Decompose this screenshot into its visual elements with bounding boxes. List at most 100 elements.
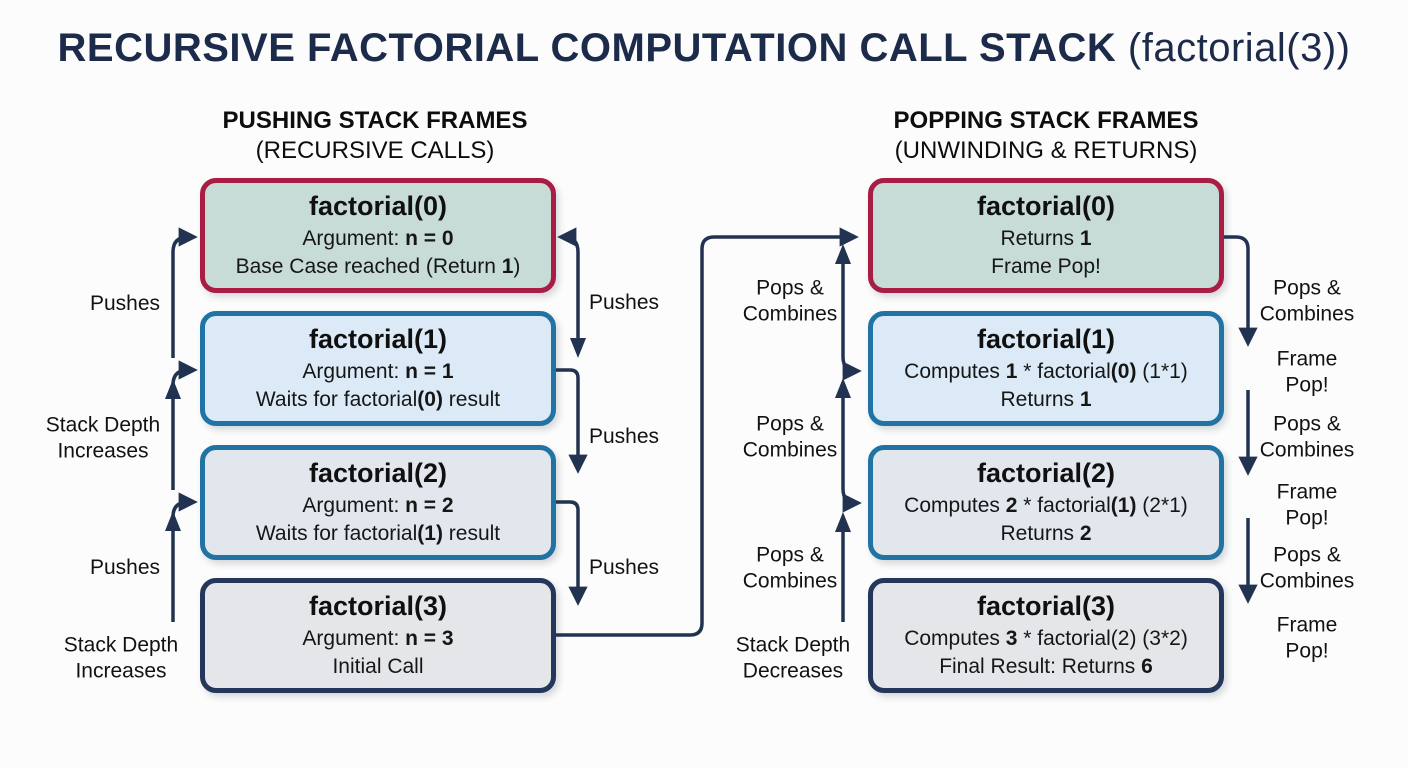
text-segment: Base Case reached (Return [235,254,502,278]
text-segment: 2 [1005,493,1018,517]
frame-detail-line: Returns 1 [1000,386,1091,414]
up-arrowhead-icon [165,379,181,399]
right-column-header: POPPING STACK FRAMES (UNWINDING & RETURN… [894,106,1199,166]
page-title: RECURSIVE FACTORIAL COMPUTATION CALL STA… [0,26,1408,70]
title-suffix: (factorial(3)) [1116,26,1351,70]
frame-title: factorial(1) [976,323,1116,354]
frame-title: factorial(0) [308,190,448,221]
text-segment: (0) [417,387,443,411]
pop-frame-factorial-1: factorial(1) Computes 1 * factorial(0) (… [868,311,1224,426]
label-pops-combines-right-1: Pops & Combines [1259,276,1355,325]
text-segment: Waits for factorial [255,521,418,545]
label-stack-depth-increases-2: Stack Depth Increases [63,633,179,682]
pop-frame-factorial-2: factorial(2) Computes 2 * factorial(1) (… [868,445,1224,560]
text-segment: 1 [1079,226,1092,250]
label-frame-pop-1: Frame Pop! [1276,347,1338,396]
title-main: RECURSIVE FACTORIAL COMPUTATION CALL STA… [57,26,1117,70]
up-arrowhead-icon [165,511,181,531]
text-segment: 1 [501,254,514,278]
call-to-return-connector [556,227,859,637]
text-segment: result [442,521,501,545]
text-segment: Argument: [302,493,406,517]
text-segment: Initial Call [332,654,424,678]
text-segment: (1*1) [1136,359,1188,383]
label-pushes-inner-1: Pushes [588,291,660,315]
frame-detail-line: Returns 2 [1000,520,1091,548]
pop-frame-factorial-3: factorial(3) Computes 3 * factorial(2) (… [868,578,1224,693]
pop-arrows-outer-right [1224,235,1258,604]
text-segment: (0) [1110,359,1137,383]
frame-title: factorial(2) [976,457,1116,488]
text-segment: (1) [1110,493,1137,517]
text-segment: Returns [1000,521,1080,545]
push-frame-factorial-1: factorial(1) Argument: n = 1 Waits for f… [200,311,556,426]
text-segment: ) [513,254,521,278]
text-segment: Computes [904,359,1006,383]
text-segment: (2*1) [1136,493,1188,517]
frame-title: factorial(2) [308,457,448,488]
frame-detail-line: Argument: n = 3 [302,625,453,653]
pop-arrows-inner-right [835,244,862,622]
text-segment: * factorial [1017,359,1111,383]
text-segment: Argument: [302,359,406,383]
label-frame-pop-2: Frame Pop! [1276,480,1338,529]
label-pops-combines-left-3: Pops & Combines [742,543,838,592]
frame-detail-line: Computes 3 * factorial(2) (3*2) [904,625,1188,653]
pop-frame-factorial-0: factorial(0) Returns 1 Frame Pop! [868,178,1224,293]
frame-detail-line: Waits for factorial(1) result [256,520,500,548]
label-pushes-inner-3: Pushes [588,556,660,580]
frame-detail-line: Returns 1 [1000,225,1091,253]
text-segment: result [442,387,501,411]
label-pops-combines-right-3: Pops & Combines [1259,543,1355,592]
up-arrowhead-icon [835,512,851,532]
text-segment: Computes [904,626,1006,650]
label-stack-depth-increases-1: Stack Depth Increases [45,413,161,462]
frame-detail-line: Argument: n = 0 [302,225,453,253]
left-column-header: PUSHING STACK FRAMES (RECURSIVE CALLS) [223,106,528,166]
text-segment: Final Result: Returns [939,654,1142,678]
push-frame-factorial-3: factorial(3) Argument: n = 3 Initial Cal… [200,578,556,693]
text-segment: Argument: [302,626,406,650]
label-stack-depth-decreases: Stack Depth Decreases [735,633,851,682]
text-segment: n = 2 [405,493,454,517]
frame-detail-line: Computes 1 * factorial(0) (1*1) [904,358,1188,386]
text-segment: * factorial [1017,493,1111,517]
frame-detail-line: Final Result: Returns 6 [939,653,1153,681]
frame-title: factorial(1) [308,323,448,354]
text-segment: Frame Pop! [991,254,1101,278]
text-segment: 3 [1005,626,1018,650]
text-segment: Computes [904,493,1006,517]
text-segment: * factorial(2) (3*2) [1017,626,1188,650]
text-segment: (1) [417,521,443,545]
frame-title: factorial(3) [308,590,448,621]
text-segment: Argument: [302,226,406,250]
left-header-line2: (RECURSIVE CALLS) [255,137,495,164]
text-segment: n = 0 [405,226,454,250]
label-pushes-outer-1: Pushes [89,292,161,316]
text-segment: Returns [1000,226,1080,250]
down-arrowhead-icon [570,338,586,358]
frame-detail-line: Argument: n = 2 [302,492,453,520]
push-frame-factorial-2: factorial(2) Argument: n = 2 Waits for f… [200,445,556,560]
left-header-line1: PUSHING STACK FRAMES [222,107,528,134]
frame-detail-line: Base Case reached (Return 1) [236,253,521,281]
text-segment: Returns [1000,387,1080,411]
label-pops-combines-left-2: Pops & Combines [742,412,838,461]
frame-detail-line: Argument: n = 1 [302,358,453,386]
text-segment: Waits for factorial [255,387,418,411]
frame-title: factorial(0) [976,190,1116,221]
label-frame-pop-3: Frame Pop! [1276,613,1338,662]
frame-detail-line: Computes 2 * factorial(1) (2*1) [904,492,1188,520]
right-header-line1: POPPING STACK FRAMES [893,107,1199,134]
label-pushes-outer-2: Pushes [89,556,161,580]
frame-detail-line: Frame Pop! [991,253,1101,281]
push-arrows-outer-left [165,227,198,622]
text-segment: n = 1 [405,359,454,383]
text-segment: n = 3 [405,626,454,650]
frame-title: factorial(3) [976,590,1116,621]
push-arrows-inner-left [556,227,588,606]
push-frame-factorial-0: factorial(0) Argument: n = 0 Base Case r… [200,178,556,293]
right-header-line2: (UNWINDING & RETURNS) [894,137,1198,164]
text-segment: 2 [1079,521,1092,545]
